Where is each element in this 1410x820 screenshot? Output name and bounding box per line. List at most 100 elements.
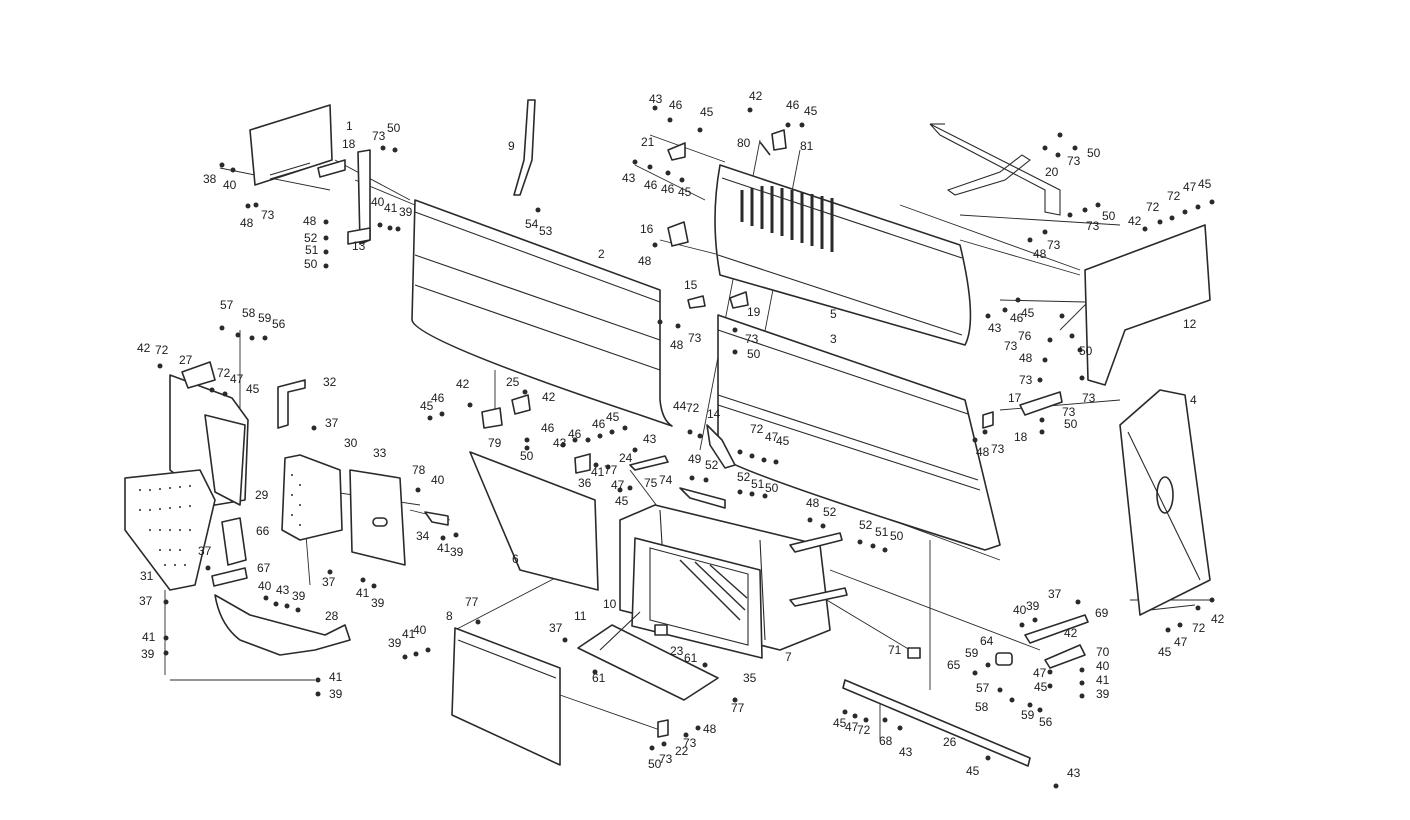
part-label-41: 41 <box>591 465 605 479</box>
part-label-48: 48 <box>240 216 254 230</box>
part-12-end-panel <box>1084 224 1211 386</box>
part-label-39: 39 <box>1026 599 1040 613</box>
part-label-57: 57 <box>976 681 990 695</box>
part-label-40: 40 <box>371 195 385 209</box>
part-label-43: 43 <box>649 92 663 106</box>
part-label-73: 73 <box>688 331 702 345</box>
part-label-45: 45 <box>606 410 620 424</box>
part-label-52: 52 <box>737 470 751 484</box>
part-label-43: 43 <box>553 436 567 450</box>
part-label-16: 16 <box>640 222 654 236</box>
part-label-59: 59 <box>258 311 272 325</box>
part-label-57: 57 <box>220 298 234 312</box>
part-label-72: 72 <box>686 401 700 415</box>
part-label-29: 29 <box>255 488 269 502</box>
part-label-42: 42 <box>542 390 556 404</box>
part-label-39: 39 <box>329 687 343 701</box>
part-label-3: 3 <box>830 332 837 346</box>
part-13-bracket <box>347 149 371 245</box>
part-label-54: 54 <box>525 217 539 231</box>
part-label-52: 52 <box>859 518 873 532</box>
part-label-73: 73 <box>683 736 697 750</box>
part-label-73: 73 <box>1004 339 1018 353</box>
part-label-70: 70 <box>1096 645 1110 659</box>
part-label-75: 75 <box>644 476 658 490</box>
part-10-tray <box>577 611 719 701</box>
part-label-56: 56 <box>272 317 286 331</box>
part-label-42: 42 <box>1128 214 1142 228</box>
part-label-68: 68 <box>879 734 893 748</box>
part-label-50: 50 <box>747 347 761 361</box>
part-label-46: 46 <box>786 98 800 112</box>
part-label-37: 37 <box>1048 587 1062 601</box>
part-label-6: 6 <box>512 552 519 566</box>
part-label-35: 35 <box>743 671 757 685</box>
part-label-40: 40 <box>1013 603 1027 617</box>
casing-perforation <box>139 485 191 566</box>
part-label-48: 48 <box>670 338 684 352</box>
part-label-43: 43 <box>643 432 657 446</box>
part-label-40: 40 <box>258 579 272 593</box>
part-label-40: 40 <box>431 473 445 487</box>
part-label-41: 41 <box>384 201 398 215</box>
part-label-46: 46 <box>568 427 582 441</box>
part-label-73: 73 <box>1019 373 1033 387</box>
part-label-41: 41 <box>142 630 156 644</box>
part-label-10: 10 <box>603 597 617 611</box>
part-label-51: 51 <box>751 477 765 491</box>
part-label-73: 73 <box>1047 238 1061 252</box>
part-label-41: 41 <box>437 541 451 555</box>
part-label-42: 42 <box>137 341 151 355</box>
part-label-48: 48 <box>638 254 652 268</box>
part-label-46: 46 <box>1010 311 1024 325</box>
part-label-50: 50 <box>648 757 662 771</box>
part-4-side-plate <box>1119 389 1211 616</box>
part-label-73: 73 <box>1082 391 1096 405</box>
part-label-58: 58 <box>242 306 256 320</box>
part-label-42: 42 <box>1064 626 1078 640</box>
part-label-48: 48 <box>806 496 820 510</box>
part-label-4: 4 <box>1190 393 1197 407</box>
part-label-47: 47 <box>765 430 779 444</box>
part-label-59: 59 <box>1021 708 1035 722</box>
part-label-34: 34 <box>416 529 430 543</box>
part-label-73: 73 <box>659 752 673 766</box>
part-label-78: 78 <box>412 463 426 477</box>
part-label-37: 37 <box>325 416 339 430</box>
part-label-50: 50 <box>520 449 534 463</box>
part-label-39: 39 <box>292 589 306 603</box>
part-label-77: 77 <box>731 701 745 715</box>
part-label-13: 13 <box>352 239 366 253</box>
part-label-7: 7 <box>785 650 792 664</box>
part-label-72: 72 <box>857 723 871 737</box>
part-label-45: 45 <box>966 764 980 778</box>
part-label-30: 30 <box>344 436 358 450</box>
part-label-37: 37 <box>139 594 153 608</box>
part-label-45: 45 <box>1034 680 1048 694</box>
part-label-72: 72 <box>1146 200 1160 214</box>
part-label-76: 76 <box>1018 329 1032 343</box>
part-label-72: 72 <box>155 343 169 357</box>
part-label-73: 73 <box>1067 154 1081 168</box>
part-label-81: 81 <box>800 139 814 153</box>
part-label-31: 31 <box>140 569 154 583</box>
part-label-11: 11 <box>574 609 587 623</box>
part-label-48: 48 <box>976 445 990 459</box>
part-label-1: 1 <box>346 119 353 133</box>
part-label-45: 45 <box>804 104 818 118</box>
part-label-72: 72 <box>1167 189 1181 203</box>
part-label-72: 72 <box>217 366 231 380</box>
part-label-33: 33 <box>373 446 387 460</box>
part-label-73: 73 <box>991 442 1005 456</box>
part-label-23: 23 <box>670 644 684 658</box>
part-label-9: 9 <box>508 139 515 153</box>
part-label-41: 41 <box>356 586 370 600</box>
hardware-fasteners <box>157 105 1215 789</box>
part-label-48: 48 <box>1033 247 1047 261</box>
part-label-74: 74 <box>659 473 673 487</box>
part-label-25: 25 <box>506 375 520 389</box>
part-label-73: 73 <box>261 208 275 222</box>
part-label-37: 37 <box>198 544 212 558</box>
part-label-15: 15 <box>684 278 698 292</box>
part-label-46: 46 <box>541 421 555 435</box>
